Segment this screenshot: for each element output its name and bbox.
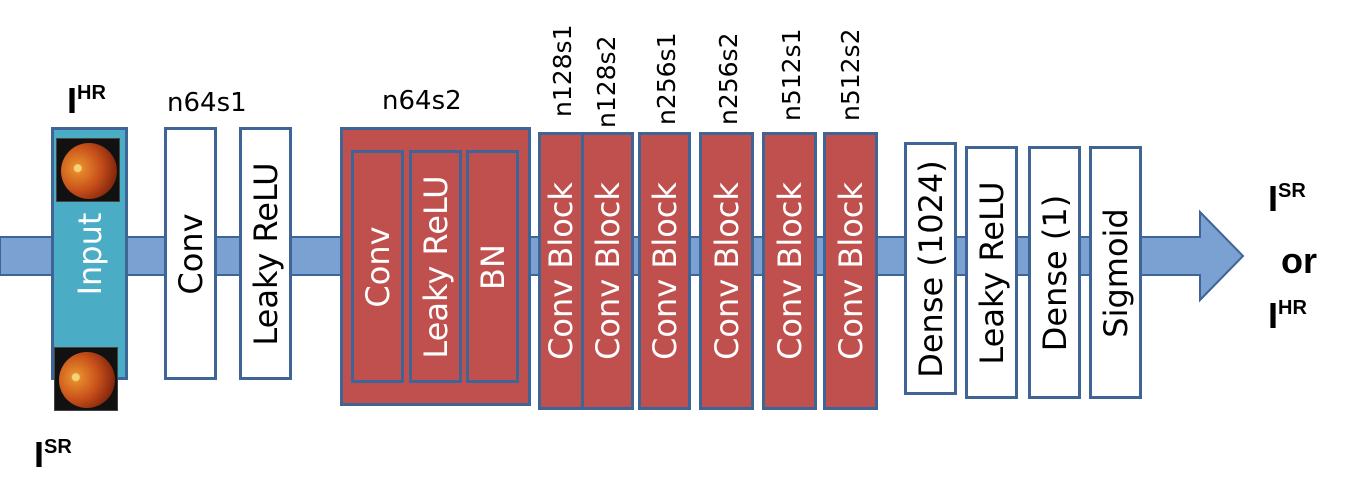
dense-1-layer: Dense (1) [1028,146,1081,399]
input-label: Input [70,212,109,295]
head-leaky-relu-layer: Leaky ReLU [965,146,1018,399]
sr-image-thumbnail [54,347,118,411]
leaky-relu-layer: Leaky ReLU [239,127,292,380]
conv-block-3: Conv Block [638,132,691,410]
layer2-leaky-relu: Leaky ReLU [409,150,462,383]
layer2-bn-label: BN [473,243,512,290]
dense-1024-label: Dense (1024) [911,159,950,378]
dense-1024-layer: Dense (1024) [904,142,957,395]
conv-layer: Conv [164,127,217,380]
input-sr-label: ISR [34,434,72,475]
layer2-conv-label: Conv [358,225,397,308]
hr-image-thumbnail [56,138,120,202]
conv-block-4-label: Conv Block [707,182,746,360]
output-sr-label: ISR [1268,178,1306,219]
conv-block-6-label: Conv Block [831,182,870,360]
conv-block-3-label: Conv Block [645,182,684,360]
conv-block-2-label: Conv Block [588,182,627,360]
conv-block-6: Conv Block [823,132,878,410]
conv-block-4: Conv Block [699,132,754,410]
conv-block-2-caption: n128s2 [592,35,621,129]
conv-block-3-caption: n256s1 [652,32,681,126]
conv-block-1-caption: n128s1 [548,24,577,118]
layer2-caption: n64s2 [382,86,462,116]
conv-block-5: Conv Block [762,132,817,410]
sigmoid-label: Sigmoid [1096,207,1135,338]
layer1-caption: n64s1 [167,88,247,118]
layer2-conv: Conv [351,150,404,383]
conv-block-4-caption: n256s2 [714,32,743,126]
head-leaky-relu-label: Leaky ReLU [972,180,1011,365]
conv-block-6-caption: n512s2 [836,28,865,122]
input-hr-label: IHR [67,80,106,121]
conv-block-5-caption: n512s1 [777,28,806,122]
conv-block-2: Conv Block [581,132,634,410]
conv-block-1-label: Conv Block [542,182,580,360]
leaky-relu-label: Leaky ReLU [246,161,285,346]
conv-block-1: Conv Block [538,132,584,410]
conv-block-5-label: Conv Block [770,182,809,360]
output-hr-label: IHR [1268,295,1307,336]
conv-label: Conv [171,212,210,295]
layer2-leaky-relu-label: Leaky ReLU [416,174,455,359]
sigmoid-layer: Sigmoid [1089,146,1142,399]
output-or-label: or [1281,240,1317,281]
dense-1-label: Dense (1) [1035,194,1074,351]
layer2-bn: BN [466,150,519,383]
